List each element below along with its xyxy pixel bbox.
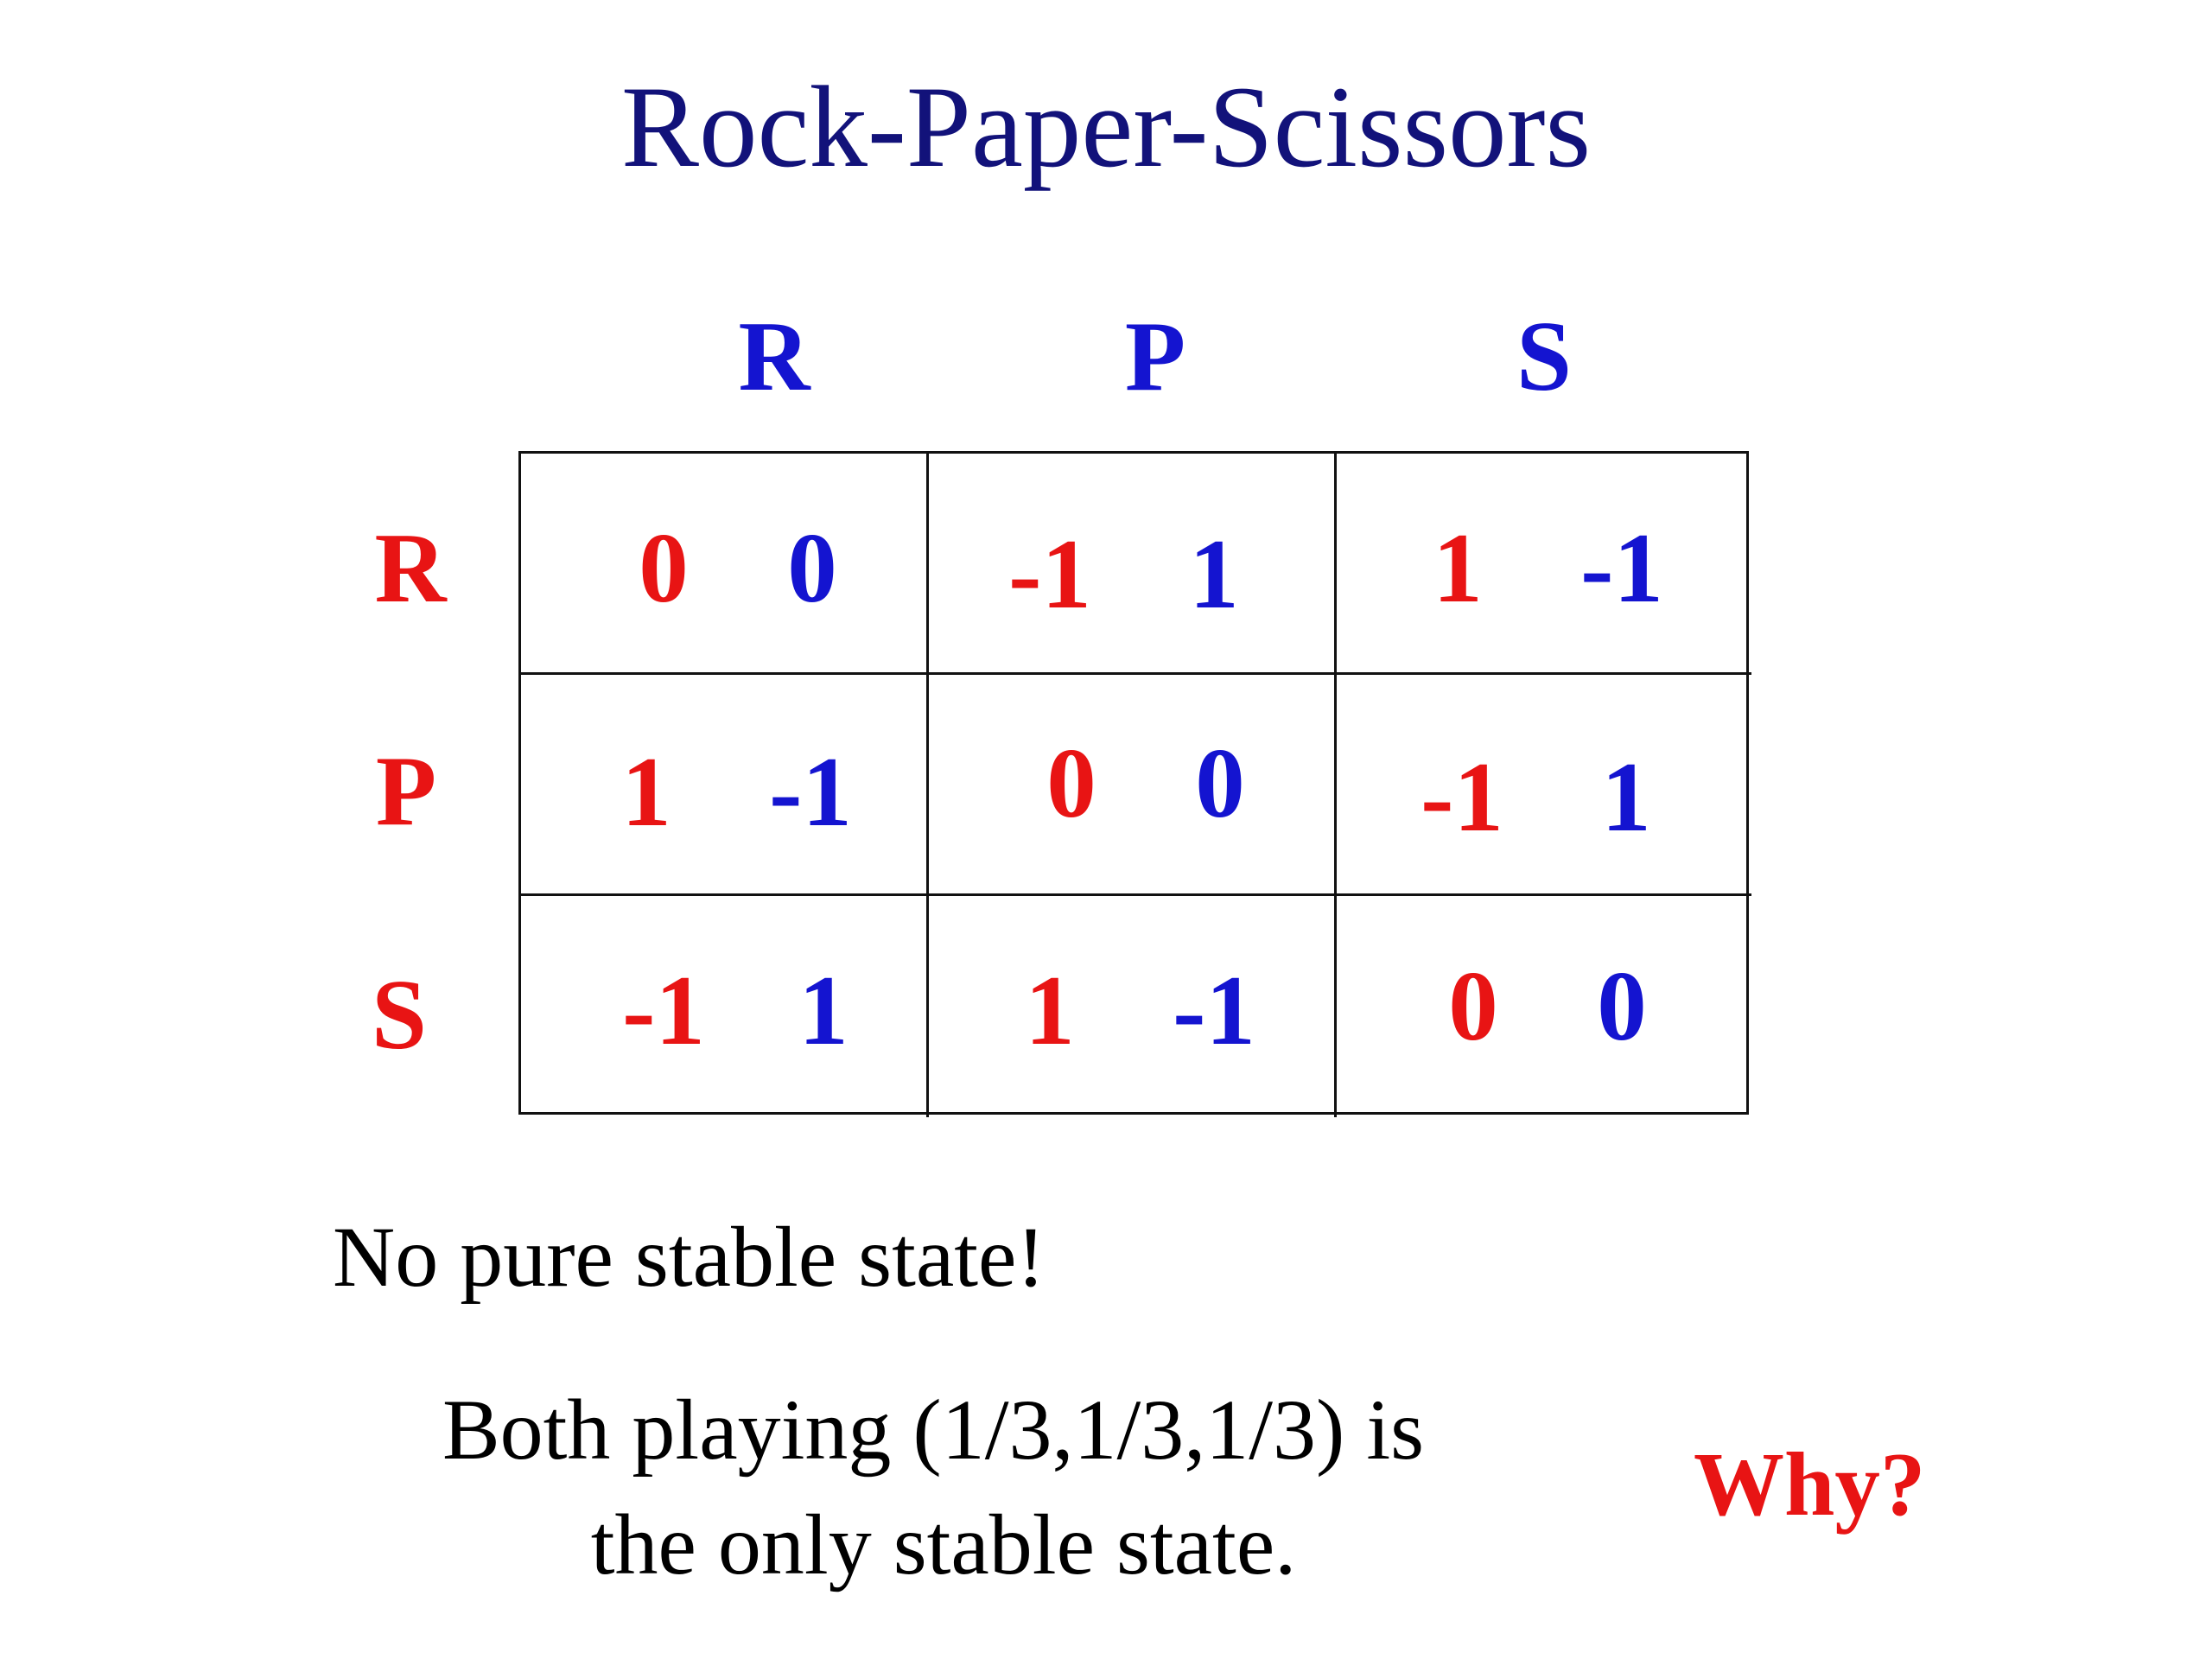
payoff-cell-p-s: -1 1	[1337, 675, 1751, 896]
column-label-scissors: S	[1516, 302, 1572, 411]
row-player-payoff: -1	[622, 956, 705, 1065]
payoff-cell-s-r: -1 1	[521, 896, 929, 1117]
column-player-payoff: -1	[1580, 513, 1663, 623]
column-label-rock: R	[738, 302, 810, 411]
column-player-payoff: 0	[787, 513, 837, 623]
row-player-payoff: -1	[1421, 742, 1503, 852]
row-player-payoff: 1	[1433, 513, 1483, 623]
column-player-payoff: 0	[1195, 728, 1245, 838]
column-player-payoff: -1	[1173, 956, 1255, 1065]
why-question: Why?	[1694, 1433, 1926, 1535]
row-player-payoff: 0	[1448, 951, 1498, 1061]
row-label-scissors: S	[372, 960, 427, 1070]
column-player-payoff: -1	[769, 737, 852, 847]
conclusion-line-2: the only stable state.	[590, 1497, 1297, 1592]
payoff-matrix: 0 0 -1 1 1 -1 1 -1 0 0 -1 1 -1 1 1 -1 0 …	[518, 451, 1751, 1117]
column-player-payoff: 1	[1189, 519, 1239, 629]
slide-title: Rock-Paper-Scissors	[620, 63, 1592, 192]
column-player-payoff: 0	[1597, 951, 1647, 1061]
conclusion-line-1: Both playing (1/3,1/3,1/3) is	[442, 1382, 1425, 1478]
row-player-payoff: 0	[1046, 728, 1096, 838]
payoff-cell-r-r: 0 0	[521, 454, 929, 675]
row-label-paper: P	[375, 736, 437, 846]
row-player-payoff: -1	[1008, 519, 1091, 629]
row-player-payoff: 0	[639, 513, 689, 623]
statement-text: No pure stable state!	[333, 1209, 1046, 1305]
column-player-payoff: 1	[1601, 742, 1651, 852]
payoff-cell-p-p: 0 0	[929, 675, 1337, 896]
payoff-cell-r-p: -1 1	[929, 454, 1337, 675]
payoff-cell-s-s: 0 0	[1337, 896, 1751, 1117]
row-player-payoff: 1	[621, 737, 671, 847]
column-player-payoff: 1	[798, 956, 849, 1065]
payoff-cell-r-s: 1 -1	[1337, 454, 1751, 675]
column-label-paper: P	[1124, 302, 1186, 411]
row-label-rock: R	[374, 513, 447, 623]
row-player-payoff: 1	[1025, 956, 1075, 1065]
payoff-cell-p-r: 1 -1	[521, 675, 929, 896]
payoff-cell-s-p: 1 -1	[929, 896, 1337, 1117]
